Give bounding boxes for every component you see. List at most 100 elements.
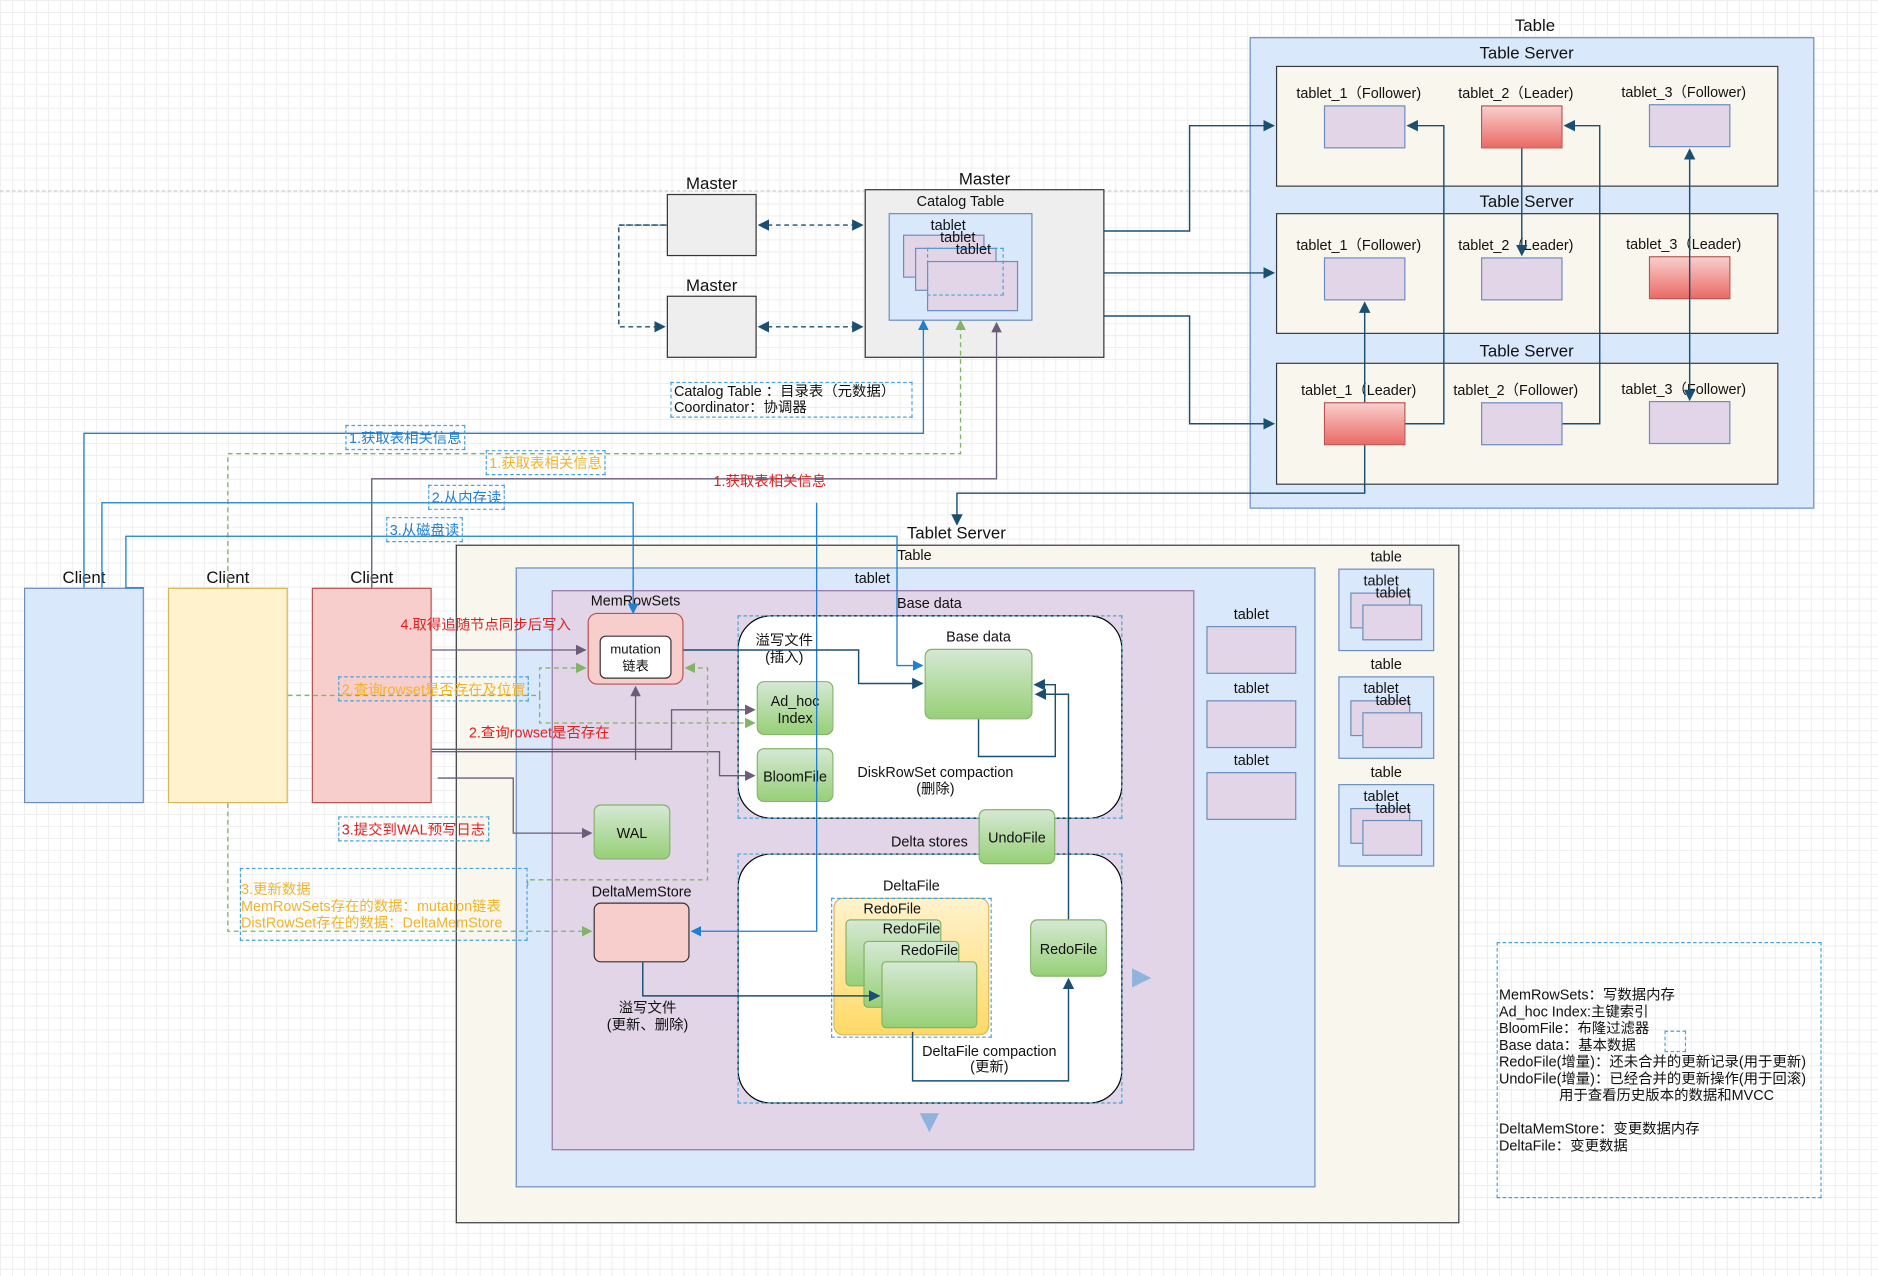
side-tablet-1-box — [1206, 626, 1297, 674]
master-to-servers — [951, 119, 1696, 526]
client-to-tablet — [227, 644, 756, 937]
redofile-right-box — [1030, 919, 1107, 977]
server1-tablet2-box — [1481, 105, 1563, 149]
server3-tablet3-label: tablet_3（Follower) — [1621, 380, 1747, 398]
deltamemstore-box — [593, 902, 690, 963]
bloomfile-label: BloomFile — [763, 768, 828, 786]
label-get-table-info-blue: 1.获取表相关信息 — [345, 424, 466, 451]
legend-line-5: RedoFile(增量)：还未合并的更新记录(用于更新) — [1499, 1053, 1807, 1071]
spill-update-line1: 溢写文件 — [618, 999, 677, 1017]
side-table-2-tablet-a-label: tablet — [1363, 679, 1399, 697]
server3-tablet3-box — [1648, 400, 1731, 445]
bloomfile-box — [756, 748, 834, 802]
label-commit-wal: 3.提交到WAL预写日志 — [338, 816, 489, 842]
tablet-server-title: Tablet Server — [906, 523, 1006, 543]
client-1-box — [23, 587, 144, 804]
wal-label: WAL — [616, 824, 648, 842]
redofile-2-label: RedoFile — [882, 920, 941, 938]
server2-tablet2-label: tablet_2（Leader) — [1458, 237, 1574, 254]
master-2-box — [666, 295, 757, 358]
undofile-box — [978, 809, 1056, 865]
catalog-note-line2: Coordinator：协调器 — [673, 398, 807, 416]
deltafile-compaction-line2: (更新) — [970, 1058, 1009, 1075]
side-tablet-3-box — [1206, 772, 1297, 820]
deltafile-box-dashed — [831, 897, 992, 1038]
redofile-right-label: RedoFile — [1039, 940, 1098, 958]
label-update-line1: 3.更新数据 — [241, 880, 311, 898]
client-2-box — [167, 587, 288, 804]
legend-line-2: Ad_hoc Index:主键索引 — [1499, 1003, 1649, 1020]
side-table-1-tablet-b — [1362, 604, 1423, 641]
main-master-label: Master — [958, 168, 1011, 188]
tablet-server-table-label: Table — [897, 547, 932, 564]
master-links — [618, 219, 864, 333]
label-read-disk: 3.从磁盘读 — [386, 517, 463, 543]
label-update-line3: DistRowSet存在的数据：DeltaMemStore — [241, 914, 503, 932]
spill-update-line2: (更新、删除) — [606, 1016, 689, 1034]
catalog-tablet-2-label: tablet — [940, 228, 976, 246]
catalog-note-line1: Catalog Table ：目录表（元数据） — [673, 383, 896, 400]
side-table-3-label: table — [1370, 763, 1402, 781]
catalog-tablet-dashed — [926, 247, 1004, 296]
server1-tablet3-box — [1648, 104, 1731, 148]
side-table-1-tablet-b-label: tablet — [1375, 584, 1411, 601]
legend-line-4: Base data：基本数据 — [1499, 1036, 1636, 1054]
table-server-2-title: Table Server — [1479, 191, 1574, 211]
server1-tablet2-label: tablet_2（Leader) — [1458, 84, 1574, 102]
base-data-region-label: Base data — [897, 594, 962, 612]
legend-box — [1496, 942, 1822, 1199]
label-query-rowset-yellow: 2.查询rowset是否存在及位置 — [338, 676, 530, 702]
server2-tablet1-box — [1323, 257, 1406, 301]
spill-insert-line1: 溢写文件 — [755, 632, 814, 649]
catalog-table-label: Catalog Table — [916, 192, 1005, 210]
diskrowset-compaction-line1: DiskRowSet compaction — [857, 763, 1014, 781]
catalog-tablet-1-label: tablet — [930, 216, 966, 234]
server3-tablet2-label: tablet_2（Follower) — [1453, 381, 1579, 399]
mutation-line1: mutation — [610, 642, 661, 658]
master-2-label: Master — [686, 275, 738, 295]
base-data-label: Base data — [946, 628, 1011, 646]
undofile-label: UndoFile — [988, 829, 1046, 847]
table-server-1-title: Table Server — [1479, 43, 1574, 63]
base-data-region-dashed — [737, 615, 1123, 819]
delta-stores-region-dashed — [737, 853, 1123, 1104]
deltamemstore-label: DeltaMemStore — [591, 883, 692, 901]
label-query-rowset-red: 2.查询rowset是否存在 — [468, 724, 610, 741]
legend-small-dashed-square — [1664, 1030, 1687, 1053]
mutation-line2: 链表 — [622, 659, 649, 674]
server3-tablet2-box — [1481, 402, 1563, 446]
redofile-3-box — [881, 961, 978, 1029]
label-get-table-info-yellow: 1.获取表相关信息 — [485, 450, 606, 476]
side-tablet-3-label: tablet — [1233, 751, 1269, 769]
side-table-2-tablet-b — [1362, 712, 1423, 749]
ad-hoc-index-box — [756, 681, 834, 735]
wal-box — [593, 804, 671, 860]
internal-flows — [642, 649, 1075, 1082]
server3-tablet1-label: tablet_1（Leader) — [1301, 381, 1417, 399]
spill-insert-line2: (插入) — [765, 648, 804, 666]
client-to-master — [83, 319, 1002, 937]
top-table-title: Table — [1514, 15, 1556, 35]
tablet-label: tablet — [854, 569, 891, 587]
server2-tablet1-label: tablet_1（Follower) — [1296, 237, 1422, 254]
delta-stores-label: Delta stores — [891, 833, 968, 850]
update-note-box — [239, 867, 528, 941]
side-table-2-tablet-b-label: tablet — [1375, 691, 1411, 709]
server1-tablet1-box — [1323, 105, 1406, 149]
side-table-1-label: table — [1370, 548, 1402, 565]
legend-line-6: UndoFile(增量)：已经合并的更新操作(用于回滚) — [1499, 1070, 1807, 1087]
catalog-note-box — [670, 381, 913, 418]
side-table-3-tablet-b — [1362, 819, 1423, 856]
side-table-3-tablet-a-label: tablet — [1363, 787, 1399, 805]
catalog-tablet-3-label: tablet — [955, 240, 991, 258]
redofile-1-label: RedoFile — [863, 900, 922, 917]
side-table-1-tablet-a-label: tablet — [1363, 572, 1399, 589]
label-read-memory: 2.从内存读 — [428, 484, 505, 510]
memrowsets-label: MemRowSets — [590, 592, 681, 610]
server1-tablet1-label: tablet_1（Follower) — [1296, 84, 1422, 102]
deltafile-label: DeltaFile — [882, 877, 940, 895]
ad-hoc-line2: Index — [777, 709, 813, 727]
side-tablet-2-label: tablet — [1233, 679, 1269, 697]
